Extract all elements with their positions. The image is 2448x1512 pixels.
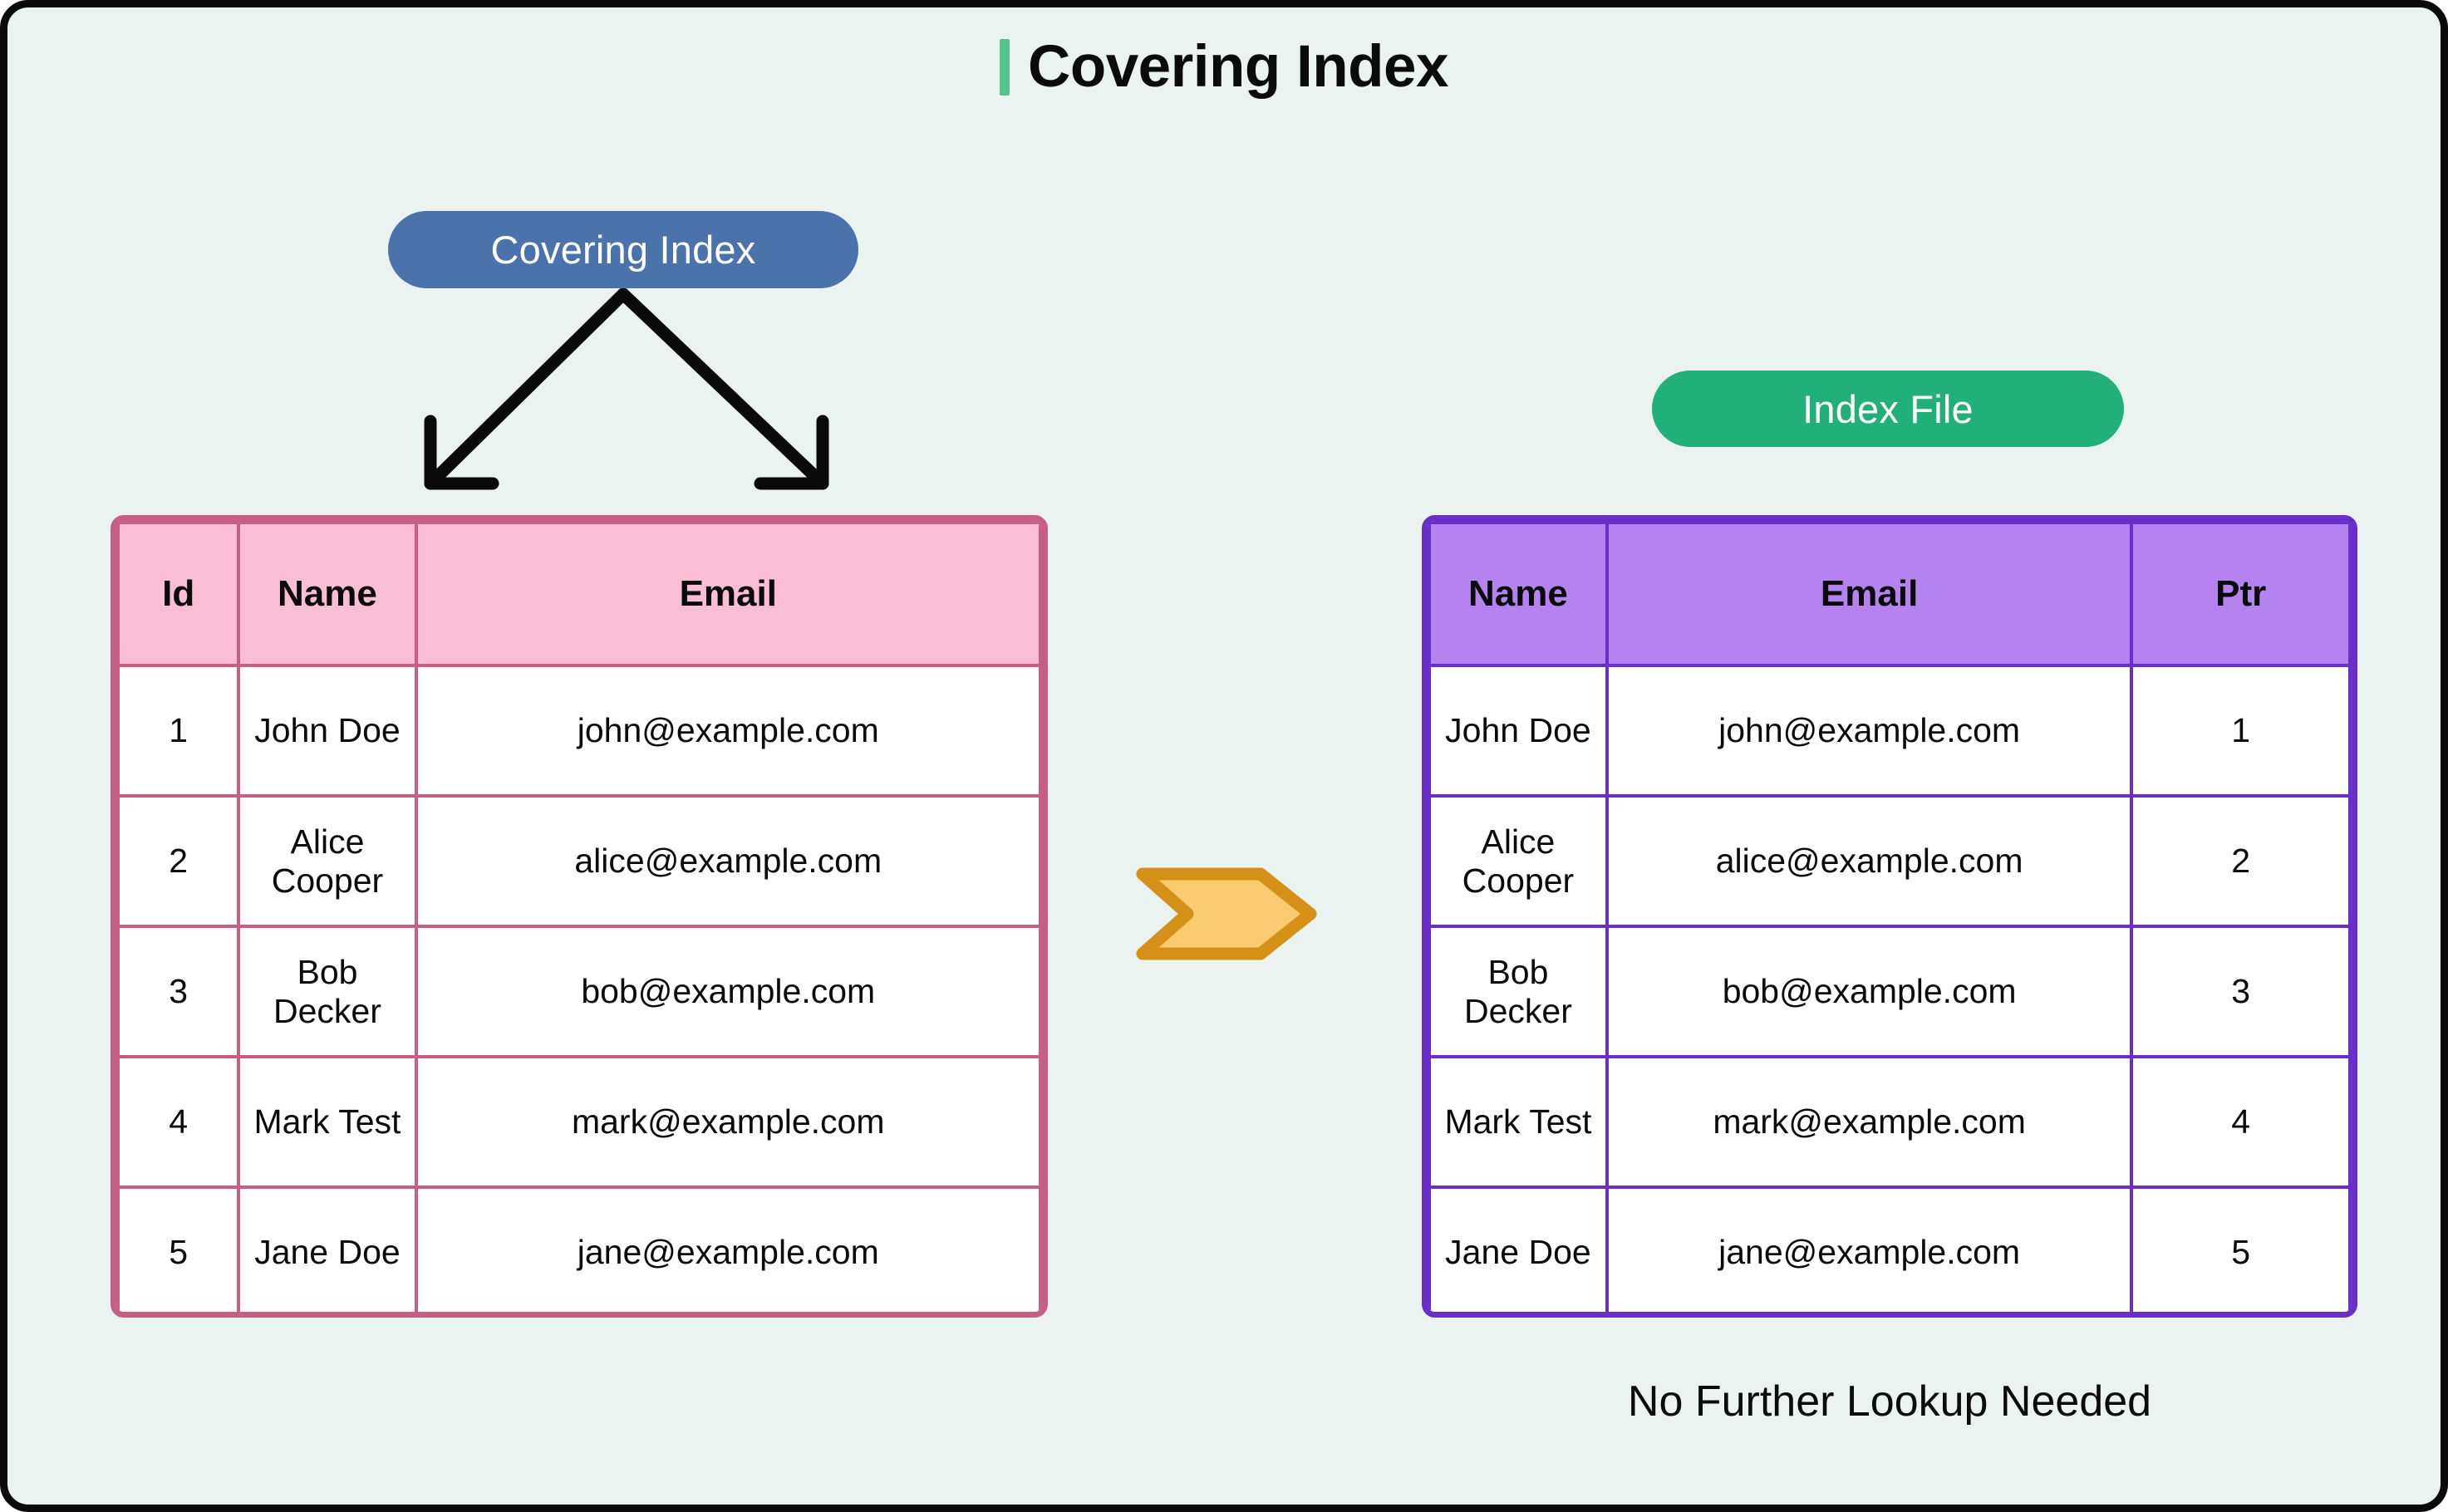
title-accent-bar — [1000, 38, 1010, 96]
index-file-table: Name Email Ptr John Doe john@example.com… — [1422, 515, 2357, 1318]
cell-ptr: 2 — [2130, 794, 2352, 928]
table-header-row: Name Email Ptr — [1428, 521, 2352, 667]
cell-name: Alice Cooper — [1428, 794, 1609, 928]
table-row: Bob Decker bob@example.com 3 — [1428, 925, 2352, 1058]
column-header-id: Id — [116, 521, 241, 667]
cell-ptr: 1 — [2130, 664, 2352, 798]
cell-name: Bob Decker — [1428, 925, 1609, 1058]
cell-name: Bob Decker — [237, 925, 418, 1058]
table-row: John Doe john@example.com 1 — [1428, 664, 2352, 798]
title-row: Covering Index — [7, 37, 2441, 96]
cell-email: mark@example.com — [1605, 1055, 2134, 1189]
cell-name: John Doe — [237, 664, 418, 798]
cell-name: Mark Test — [1428, 1055, 1609, 1189]
cell-ptr: 4 — [2130, 1055, 2352, 1189]
table-header-row: Id Name Email — [116, 521, 1042, 667]
caption-text: No Further Lookup Needed — [1627, 1377, 2152, 1426]
table-row: 4 Mark Test mark@example.com — [116, 1055, 1042, 1189]
table-row: Mark Test mark@example.com 4 — [1428, 1055, 2352, 1189]
cell-name: Jane Doe — [1428, 1186, 1609, 1312]
page-title: Covering Index — [1028, 34, 1448, 100]
cell-id: 3 — [116, 925, 241, 1058]
index-file-badge: Index File — [1652, 371, 2124, 447]
cell-email: bob@example.com — [414, 925, 1042, 1058]
arrowhead-left — [424, 415, 499, 490]
cell-name: Alice Cooper — [237, 794, 418, 928]
branch-line-right — [617, 287, 829, 490]
table-row: 1 John Doe john@example.com — [116, 664, 1042, 798]
table-row: 5 Jane Doe jane@example.com — [116, 1186, 1042, 1312]
cell-name: Mark Test — [237, 1055, 418, 1189]
cell-ptr: 5 — [2130, 1186, 2352, 1312]
cell-id: 4 — [116, 1055, 241, 1189]
table-row: Alice Cooper alice@example.com 2 — [1428, 794, 2352, 928]
cell-ptr: 3 — [2130, 925, 2352, 1058]
column-header-email: Email — [1605, 521, 2134, 667]
branch-line-left — [424, 287, 630, 490]
column-header-email: Email — [414, 521, 1042, 667]
table-row: 2 Alice Cooper alice@example.com — [116, 794, 1042, 928]
cell-email: john@example.com — [414, 664, 1042, 798]
column-header-name: Name — [1428, 521, 1609, 667]
cell-id: 5 — [116, 1186, 241, 1312]
cell-email: jane@example.com — [1605, 1186, 2134, 1312]
cell-id: 1 — [116, 664, 241, 798]
cell-email: jane@example.com — [414, 1186, 1042, 1312]
cell-id: 2 — [116, 794, 241, 928]
data-file-table: Id Name Email 1 John Doe john@example.co… — [111, 515, 1048, 1318]
cell-name: John Doe — [1428, 664, 1609, 798]
arrowhead-right — [754, 415, 829, 490]
cell-email: alice@example.com — [1605, 794, 2134, 928]
table-row: Jane Doe jane@example.com 5 — [1428, 1186, 2352, 1312]
column-header-name: Name — [237, 521, 418, 667]
cell-name: Jane Doe — [237, 1186, 418, 1312]
table-row: 3 Bob Decker bob@example.com — [116, 925, 1042, 1058]
cell-email: mark@example.com — [414, 1055, 1042, 1189]
cell-email: alice@example.com — [414, 794, 1042, 928]
chevron-arrow-icon — [1136, 867, 1317, 960]
cell-email: john@example.com — [1605, 664, 2134, 798]
covering-index-badge: Covering Index — [388, 211, 858, 288]
cell-email: bob@example.com — [1605, 925, 2134, 1058]
column-header-ptr: Ptr — [2130, 521, 2352, 667]
